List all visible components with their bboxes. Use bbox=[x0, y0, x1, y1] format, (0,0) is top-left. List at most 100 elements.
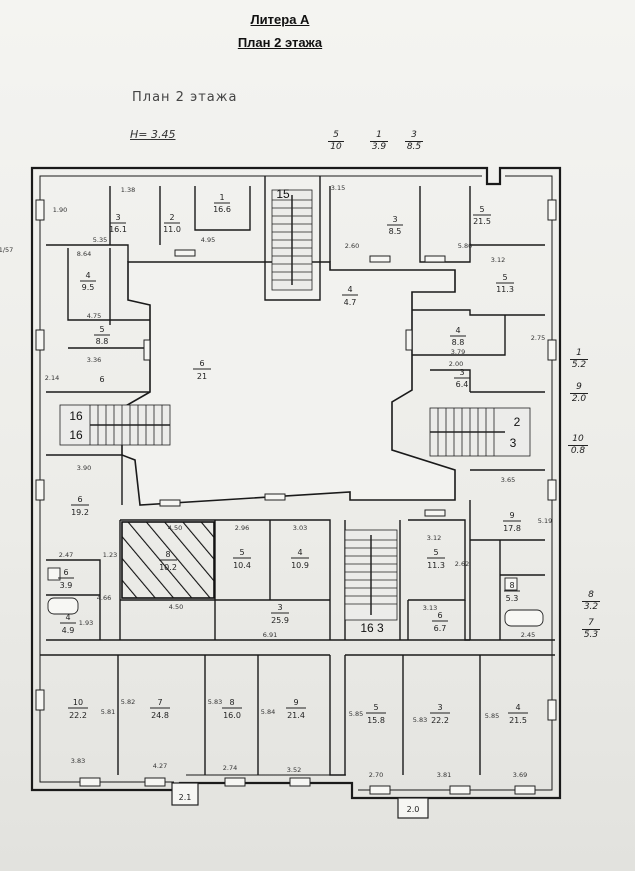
fraction-numerator: 3 bbox=[405, 130, 423, 142]
room-label: 44.9 bbox=[60, 613, 76, 635]
svg-text:3.9: 3.9 bbox=[60, 581, 73, 590]
stairwell-right bbox=[429, 407, 531, 457]
dimension: 3.13 bbox=[423, 604, 437, 612]
dimension: 6.91 bbox=[263, 631, 277, 639]
dimension: 5.83 bbox=[413, 716, 427, 724]
svg-text:4: 4 bbox=[515, 703, 520, 712]
svg-text:3: 3 bbox=[392, 215, 397, 224]
fraction-numerator: 8 bbox=[582, 590, 600, 602]
svg-text:11.0: 11.0 bbox=[163, 225, 181, 234]
svg-text:4.9: 4.9 bbox=[62, 626, 75, 635]
svg-text:10.2: 10.2 bbox=[159, 563, 177, 572]
height-label: H= 3.45 bbox=[130, 128, 176, 141]
svg-text:21: 21 bbox=[197, 372, 207, 381]
dimension: 2.62 bbox=[455, 560, 469, 568]
room-label: 316.1 bbox=[109, 213, 127, 234]
side-fraction: 7 5.3 bbox=[582, 618, 600, 641]
dimension: 3.12 bbox=[491, 256, 505, 264]
fraction-denominator: 2.0 bbox=[571, 394, 587, 404]
svg-text:7: 7 bbox=[157, 698, 162, 707]
svg-text:4: 4 bbox=[85, 271, 90, 280]
svg-text:3: 3 bbox=[459, 368, 464, 377]
room-label: 116.6 bbox=[213, 193, 231, 214]
dimension: 3.52 bbox=[287, 766, 301, 774]
svg-text:6.4: 6.4 bbox=[456, 380, 469, 389]
dimension: 3.36 bbox=[87, 356, 101, 364]
dimension: 3.12 bbox=[427, 534, 441, 542]
windows bbox=[35, 199, 557, 795]
dimension: 5.81 bbox=[101, 708, 115, 716]
svg-text:15.8: 15.8 bbox=[367, 716, 385, 725]
svg-text:22.2: 22.2 bbox=[69, 711, 87, 720]
side-fraction: 1 5.2 bbox=[570, 348, 588, 371]
room-label: 38.5 bbox=[387, 215, 403, 236]
fraction-numerator: 10 bbox=[568, 434, 588, 446]
svg-text:9: 9 bbox=[509, 511, 514, 520]
fraction-numerator: 7 bbox=[582, 618, 600, 630]
svg-text:16.1: 16.1 bbox=[109, 225, 127, 234]
fraction-numerator: 9 bbox=[570, 382, 588, 394]
room-label: 511.3 bbox=[427, 548, 445, 570]
room-label: 325.9 bbox=[271, 603, 289, 625]
fraction-denominator: 5.2 bbox=[571, 360, 587, 370]
room-label: 621 bbox=[193, 359, 211, 381]
dimension: 2.96 bbox=[235, 524, 249, 532]
dimension: 1.23 bbox=[103, 551, 117, 559]
dimension: 3.90 bbox=[77, 464, 91, 472]
room-label: 49.5 bbox=[80, 271, 96, 292]
room-label: 816.0 bbox=[222, 698, 242, 720]
dimension: 1.38 bbox=[121, 186, 135, 194]
room-label: 510.4 bbox=[233, 548, 251, 570]
stair-label: 16 3 bbox=[360, 621, 384, 635]
room-label: 6 bbox=[99, 375, 104, 384]
dimension: 5.85 bbox=[485, 712, 499, 720]
dimension: 2.70 bbox=[369, 771, 383, 779]
svg-text:24.8: 24.8 bbox=[151, 711, 169, 720]
dimension: 2.00 bbox=[449, 360, 463, 368]
dimension: 3.81 bbox=[437, 771, 451, 779]
svg-text:17.8: 17.8 bbox=[503, 524, 521, 533]
porch-label: 2.0 bbox=[407, 805, 420, 814]
room-label: 410.9 bbox=[291, 548, 309, 570]
stairwell-center bbox=[344, 529, 398, 621]
room-label: 921.4 bbox=[286, 698, 306, 720]
dimension: 3.79 bbox=[451, 348, 465, 356]
room-label: 63.9 bbox=[58, 568, 74, 590]
dimension: 2.14 bbox=[45, 374, 59, 382]
svg-text:4: 4 bbox=[347, 285, 352, 294]
document-title: Литера А bbox=[250, 12, 310, 27]
svg-text:6.7: 6.7 bbox=[434, 624, 447, 633]
room-label: 36.4 bbox=[454, 368, 470, 389]
svg-text:3: 3 bbox=[437, 703, 442, 712]
bottom-right-porch bbox=[397, 797, 429, 819]
room-label: 85.3 bbox=[504, 581, 520, 603]
fraction-denominator: 8.5 bbox=[406, 142, 422, 152]
dimension: 2.75 bbox=[531, 334, 545, 342]
svg-text:3: 3 bbox=[115, 213, 120, 222]
svg-text:9: 9 bbox=[293, 698, 298, 707]
svg-text:6: 6 bbox=[437, 611, 442, 620]
interior-walls bbox=[40, 176, 555, 776]
dimension: 5.19 bbox=[538, 517, 552, 525]
dimension: 3.15 bbox=[331, 184, 345, 192]
svg-text:5: 5 bbox=[502, 273, 507, 282]
svg-text:8: 8 bbox=[229, 698, 234, 707]
svg-text:11.3: 11.3 bbox=[427, 561, 445, 570]
stair-label: 15 bbox=[276, 187, 290, 201]
room-label: 66.7 bbox=[432, 611, 448, 633]
svg-text:19.2: 19.2 bbox=[71, 508, 89, 517]
edge-label: 1/57 bbox=[0, 246, 13, 254]
fraction-denominator: 3.2 bbox=[583, 602, 599, 612]
document-subtitle: План 2 этажа bbox=[237, 35, 323, 50]
svg-text:4: 4 bbox=[65, 613, 70, 622]
svg-text:8: 8 bbox=[509, 581, 514, 590]
side-fraction: 8 3.2 bbox=[582, 590, 600, 613]
svg-text:9.5: 9.5 bbox=[82, 283, 95, 292]
svg-text:8.5: 8.5 bbox=[389, 227, 402, 236]
courtyard bbox=[121, 261, 456, 506]
fraction-denominator: 5.3 bbox=[583, 630, 599, 640]
stairwell-top bbox=[271, 189, 313, 291]
svg-text:6: 6 bbox=[199, 359, 204, 368]
svg-text:11.3: 11.3 bbox=[496, 285, 514, 294]
room-label: 810.2 bbox=[159, 550, 177, 572]
